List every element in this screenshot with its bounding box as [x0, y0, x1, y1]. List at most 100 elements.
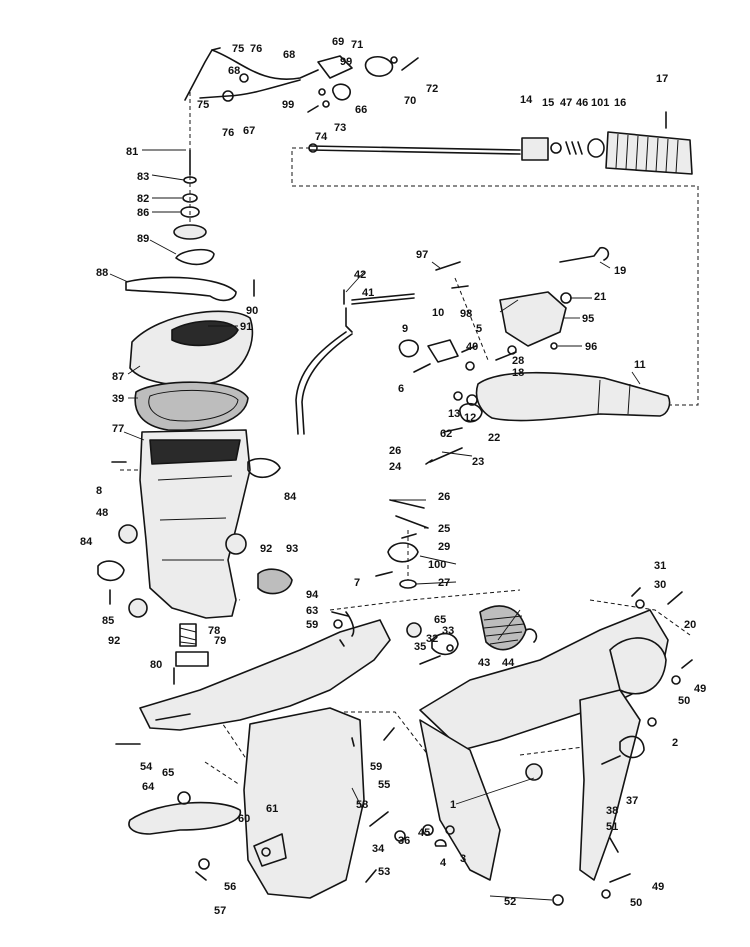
label-49b: 49	[652, 881, 664, 893]
label-96: 96	[585, 341, 597, 353]
center-parts	[295, 246, 671, 465]
leader-lines	[109, 149, 641, 901]
label-54: 54	[140, 761, 153, 773]
pin-59b	[339, 639, 345, 647]
screw-97	[435, 261, 461, 271]
clip-89	[175, 248, 215, 266]
label-13: 13	[448, 408, 460, 420]
label-99b: 99	[282, 99, 294, 111]
label-48: 48	[96, 507, 108, 519]
cap-4	[434, 839, 447, 847]
screw-71	[390, 56, 398, 64]
washer-50	[601, 889, 611, 899]
label-51: 51	[606, 821, 618, 833]
label-63: 63	[306, 605, 318, 617]
washer-73	[322, 100, 330, 108]
washer-21	[560, 292, 572, 304]
label-23: 23	[472, 456, 484, 468]
swivel-bracket	[115, 619, 395, 899]
plug-92a	[225, 533, 247, 555]
label-74: 74	[315, 131, 328, 143]
bolt-49	[609, 873, 631, 883]
nut-2	[647, 717, 657, 727]
part-labels: 75 76 68 69 71 99 70 72 17 68 75 76 67 9…	[80, 36, 706, 917]
label-90: 90	[246, 305, 258, 317]
label-10: 10	[432, 307, 444, 319]
label-79: 79	[214, 635, 226, 647]
right-dashed-line	[589, 599, 691, 636]
washer-101	[587, 138, 605, 158]
bushing-15	[521, 137, 549, 161]
tiller-dashed-loop	[291, 147, 699, 406]
label-52: 52	[504, 896, 516, 908]
label-83: 83	[137, 171, 149, 183]
screw-53	[365, 869, 377, 883]
plug-92b	[128, 598, 148, 618]
plate-79	[175, 651, 209, 667]
lever-64	[128, 801, 241, 835]
stern-bracket-1	[419, 719, 501, 881]
screw-57	[195, 871, 207, 881]
label-97: 97	[416, 249, 428, 261]
label-53: 53	[378, 866, 390, 878]
screw-51	[609, 837, 619, 853]
label-70: 70	[404, 95, 416, 107]
washer-63	[333, 619, 343, 629]
label-59a: 59	[306, 619, 318, 631]
screw-7	[375, 571, 393, 577]
label-62: 62	[440, 428, 452, 440]
label-42: 42	[354, 269, 366, 281]
spring-26	[389, 499, 425, 509]
label-30: 30	[654, 579, 666, 591]
label-84b: 84	[80, 536, 93, 548]
label-98: 98	[460, 308, 472, 320]
grommet-86	[173, 224, 207, 240]
label-44: 44	[502, 657, 515, 669]
label-95: 95	[582, 313, 594, 325]
screw-31	[631, 587, 641, 597]
label-68b: 68	[228, 65, 240, 77]
clip-96	[550, 342, 558, 350]
link-70	[364, 56, 394, 77]
label-75b: 75	[197, 99, 209, 111]
label-66: 66	[355, 104, 367, 116]
label-14: 14	[520, 94, 533, 106]
washer-65	[177, 791, 191, 805]
label-65a: 65	[434, 614, 446, 626]
clip-44	[525, 628, 538, 643]
label-56: 56	[224, 881, 236, 893]
label-5: 5	[476, 323, 482, 335]
label-2: 2	[672, 737, 678, 749]
label-78: 78	[208, 625, 220, 637]
nut-45	[422, 824, 434, 836]
screw-38	[601, 755, 621, 765]
label-35: 35	[414, 641, 426, 653]
label-6: 6	[398, 383, 404, 395]
spring-94	[345, 611, 355, 637]
washer-3	[445, 825, 455, 835]
knob-9	[398, 339, 419, 358]
washer-50b	[671, 675, 681, 685]
washer-86	[180, 206, 200, 218]
label-73: 73	[334, 122, 346, 134]
label-61: 61	[266, 803, 278, 815]
label-43: 43	[478, 657, 490, 669]
lever-34	[369, 811, 389, 827]
shaft-14	[309, 145, 521, 151]
throttle-shaft-grip	[308, 111, 693, 175]
bracket-arm	[139, 619, 391, 731]
label-47: 47	[560, 97, 572, 109]
bushing-1	[525, 763, 543, 781]
label-11: 11	[634, 359, 646, 371]
label-39: 39	[112, 393, 124, 405]
part-35	[419, 655, 441, 665]
label-38: 38	[606, 805, 618, 817]
label-92b: 92	[108, 635, 120, 647]
label-28: 28	[512, 355, 524, 367]
clamp-plate	[609, 637, 667, 695]
label-72: 72	[426, 83, 438, 95]
pin-98	[451, 285, 469, 289]
label-41: 41	[362, 287, 374, 299]
hose-93	[257, 568, 293, 595]
